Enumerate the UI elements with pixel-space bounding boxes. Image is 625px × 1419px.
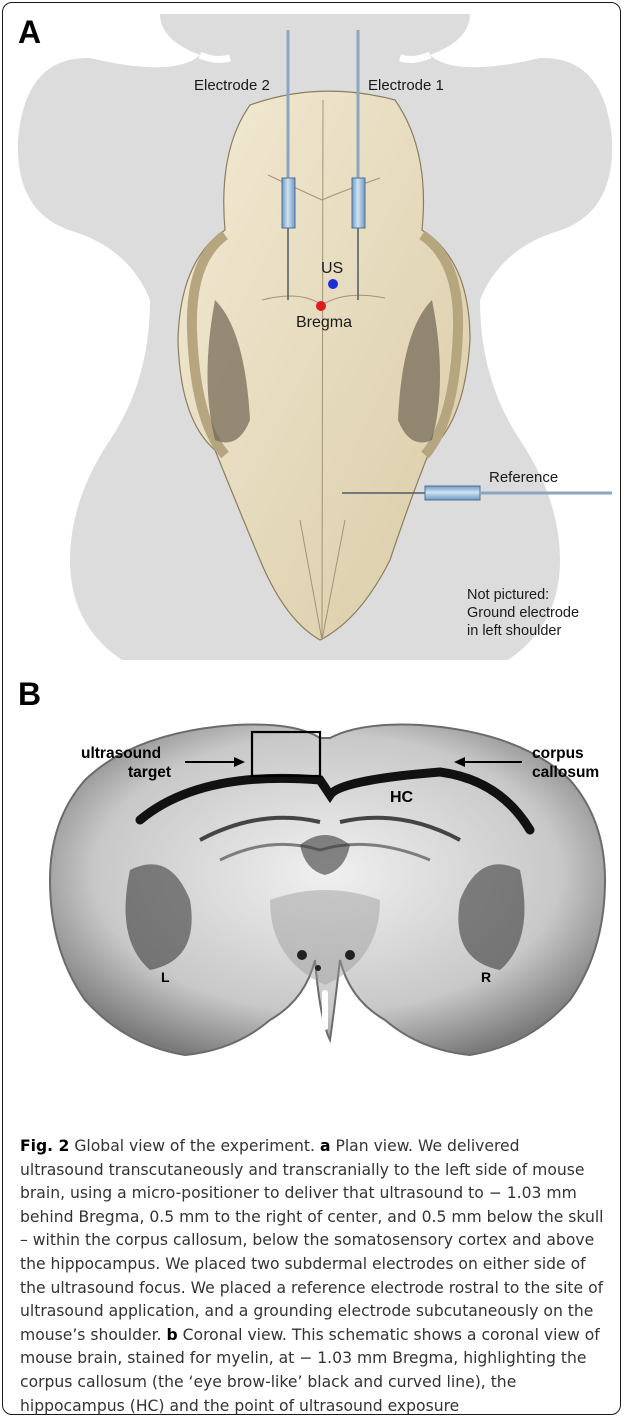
reference-label: Reference: [489, 469, 558, 486]
note-line-1: Not pictured:: [467, 587, 549, 603]
us-dot: [328, 279, 338, 289]
note-line-3: in left shoulder: [467, 623, 561, 639]
caption-title: Global view of the experiment.: [74, 1137, 315, 1155]
note-line-2: Ground electrode: [467, 605, 579, 621]
ultrasound-target-label-2: target: [128, 764, 171, 781]
caption-fig-label: Fig. 2: [20, 1137, 69, 1155]
electrode1-label: Electrode 1: [368, 77, 444, 94]
right-label: R: [481, 969, 491, 985]
ultrasound-target-label-1: ultrasound: [81, 745, 161, 762]
caption-a-label: a: [320, 1137, 331, 1155]
corpus-callosum-label-1: corpus: [532, 745, 584, 762]
panel-a-illustration: Electrode 2 Electrode 1 US Bregma Refere…: [0, 0, 625, 660]
left-label: L: [161, 969, 170, 985]
caption-a-text: Plan view. We delivered ultrasound trans…: [20, 1137, 604, 1344]
electrode2-label: Electrode 2: [194, 77, 270, 94]
bregma-label: Bregma: [296, 314, 352, 331]
hc-label: HC: [390, 789, 414, 806]
us-label: US: [321, 260, 343, 277]
bregma-dot: [316, 301, 326, 311]
corpus-callosum-label-2: callosum: [532, 764, 599, 781]
panel-b-brain-section: ultrasound target corpus callosum HC L R: [0, 700, 625, 1120]
figure-caption: Fig. 2 Global view of the experiment. a …: [20, 1135, 605, 1418]
caption-b-label: b: [167, 1326, 178, 1344]
